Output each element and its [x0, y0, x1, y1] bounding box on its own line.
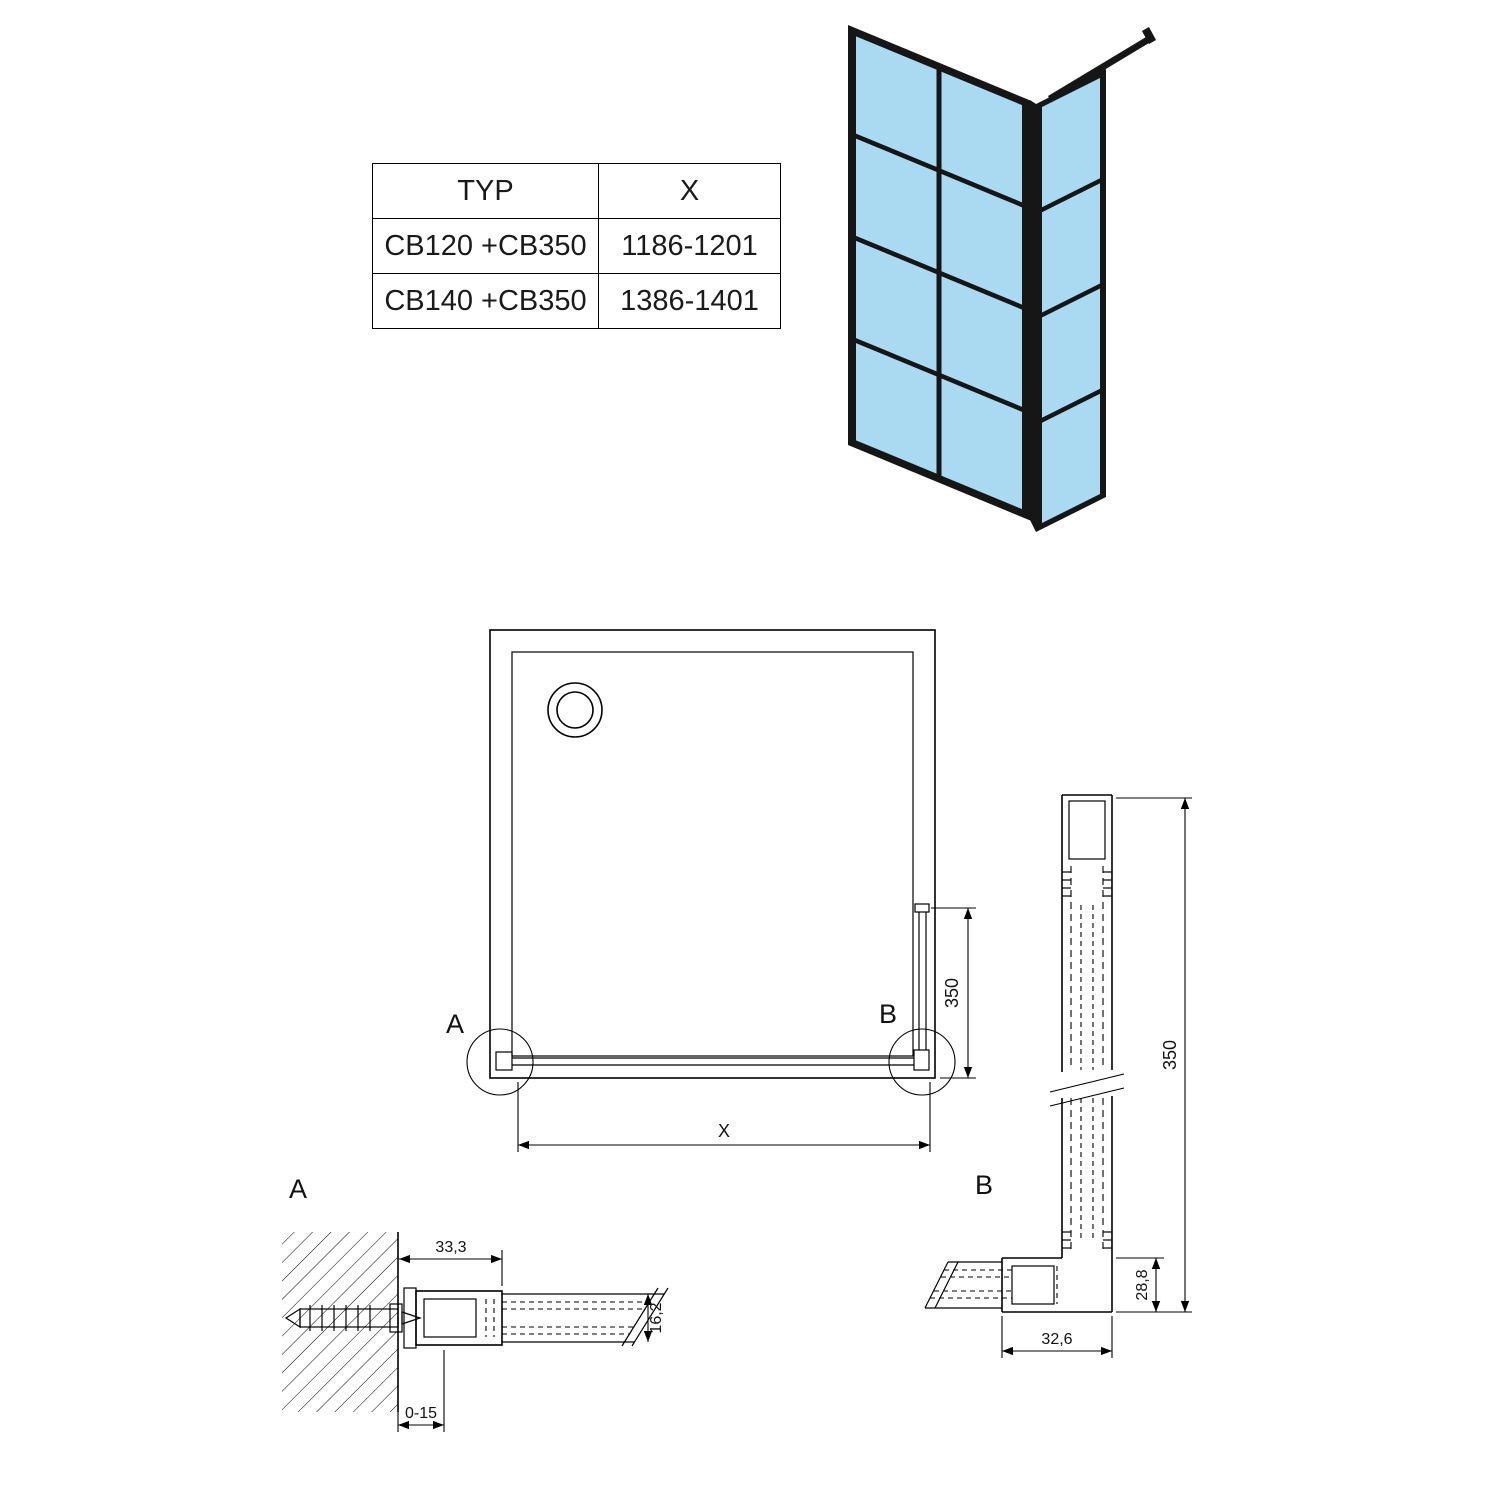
iso-return-panel [1036, 68, 1106, 532]
iso-main-panel [848, 25, 1030, 521]
detail-view-a: A [282, 1174, 669, 1432]
shower-tray-inner [511, 651, 914, 1057]
plan-label-a: A [446, 1009, 464, 1039]
spec-table: TYP X CB120 +CB350 1186-1201 CB140 +CB35… [372, 163, 781, 329]
plan-view: A B 350 X [446, 629, 976, 1152]
section-b-dim-288: 28,8 [1134, 1269, 1151, 1300]
table-row: CB140 +CB350 1386-1401 [372, 273, 781, 329]
table-cell-typ: CB140 +CB350 [372, 273, 599, 329]
table-cell-x: 1386-1401 [598, 273, 781, 329]
detail-a-dim-162: 16,2 [648, 1302, 665, 1333]
isometric-view [848, 25, 1156, 532]
drain-icon [547, 682, 603, 738]
support-bar [1048, 37, 1149, 102]
support-bar-wall-flange [1142, 27, 1156, 44]
section-b-foot-profile [924, 1257, 1112, 1313]
detail-a-profile [403, 1287, 503, 1349]
detail-a-glass [502, 1287, 669, 1347]
wall-plug-icon [284, 1303, 422, 1333]
detail-a-label: A [289, 1174, 307, 1204]
section-view-b: B [924, 794, 1192, 1358]
table-header-typ: TYP [372, 163, 599, 219]
section-b-vertical-profile [1049, 794, 1125, 1312]
detail-a-dim-333: 33,3 [435, 1239, 466, 1256]
detail-circle-a [466, 1028, 534, 1096]
plan-dim-x: X [718, 1121, 730, 1141]
detail-a-dim-015: 0-15 [405, 1405, 437, 1422]
detail-a-dimensions: 33,3 16,2 0-15 [397, 1239, 665, 1432]
plan-label-b: B [879, 999, 897, 1029]
plan-dimensions: 350 X [517, 907, 976, 1152]
table-cell-typ: CB120 +CB350 [372, 218, 599, 274]
plan-return-wall [914, 903, 930, 1050]
plan-glass-wall [495, 1049, 930, 1071]
section-b-dim-326: 32,6 [1041, 1331, 1072, 1348]
section-b-label: B [975, 1170, 993, 1200]
shower-tray-outline [489, 629, 936, 1079]
section-b-dim-350: 350 [1160, 1040, 1180, 1070]
section-b-dimensions: 350 28,8 32,6 [1001, 797, 1192, 1358]
plan-dim-350: 350 [942, 978, 962, 1008]
iso-corner-post [1030, 100, 1036, 532]
detail-circle-b [888, 1028, 956, 1096]
wall-hatching [282, 1232, 398, 1412]
